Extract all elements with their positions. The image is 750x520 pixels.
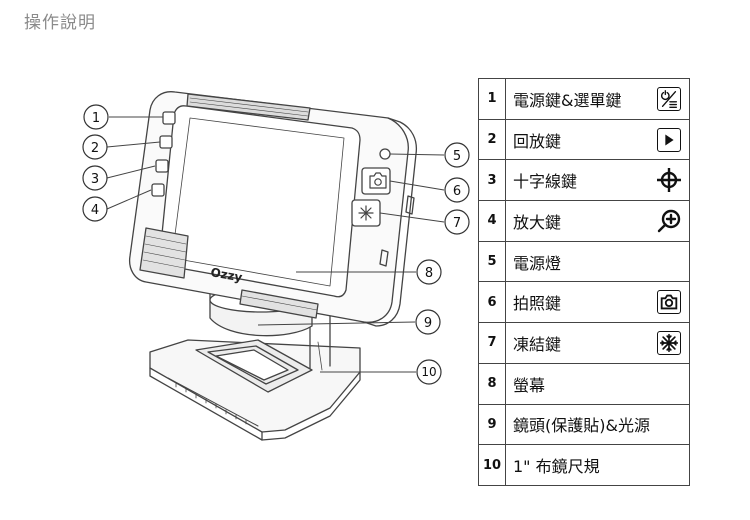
callout-circle-3 bbox=[82, 165, 108, 191]
leader-line-5 bbox=[389, 153, 445, 156]
legend-label: 電源燈 bbox=[505, 240, 690, 283]
legend-row: 10 1" 布鏡尺規 bbox=[478, 444, 690, 486]
callout-label-8: 8 bbox=[425, 266, 433, 281]
callout-label-9: 9 bbox=[424, 316, 432, 331]
callout-circle-9 bbox=[415, 309, 441, 335]
device-diagram: Ozzy 1 2 3 4 5 6 7 8 9 10 bbox=[82, 91, 470, 441]
camera-icon bbox=[657, 290, 682, 315]
leader-line-4 bbox=[106, 189, 152, 210]
play-icon bbox=[657, 127, 682, 152]
legend-label: 電源鍵&選單鍵 bbox=[505, 78, 650, 120]
callout-label-3: 3 bbox=[91, 172, 99, 187]
callout-circle-8 bbox=[416, 259, 442, 285]
legend-label: 凍結鍵 bbox=[505, 322, 650, 364]
freeze-snowflake-icon bbox=[657, 330, 682, 355]
callout-label-2: 2 bbox=[91, 141, 99, 156]
callout-label-10: 10 bbox=[421, 365, 436, 379]
callout-circle-2 bbox=[82, 134, 108, 160]
legend-row: 2 回放鍵 bbox=[478, 118, 690, 161]
callout-circle-1 bbox=[83, 104, 109, 130]
callout-label-6: 6 bbox=[453, 184, 461, 199]
power-menu-icon bbox=[657, 86, 682, 111]
legend-label: 回放鍵 bbox=[505, 118, 650, 161]
legend-row: 3 十字線鍵 bbox=[478, 159, 690, 202]
callout-circle-7 bbox=[444, 209, 470, 235]
leader-line-3 bbox=[106, 165, 156, 179]
legend-num: 7 bbox=[478, 322, 506, 364]
legend-label: 放大鍵 bbox=[505, 200, 650, 242]
callout-label-4: 4 bbox=[91, 203, 99, 218]
brand-logo: Ozzy bbox=[209, 265, 243, 284]
legend-num: 6 bbox=[478, 281, 506, 324]
legend-row: 6 拍照鍵 bbox=[478, 281, 690, 324]
legend-label: 鏡頭(保護貼)&光源 bbox=[505, 403, 690, 446]
screen bbox=[159, 105, 361, 298]
legend-row: 8 螢幕 bbox=[478, 362, 690, 405]
legend-label: 拍照鍵 bbox=[505, 281, 650, 324]
leader-line-6 bbox=[389, 180, 445, 191]
legend-label: 十字線鍵 bbox=[505, 159, 650, 202]
callout-circle-5 bbox=[444, 142, 470, 168]
callout-label-7: 7 bbox=[453, 216, 461, 231]
side-button-2 bbox=[159, 135, 173, 149]
legend-label: 1" 布鏡尺規 bbox=[505, 444, 690, 486]
legend-num: 8 bbox=[478, 362, 506, 405]
legend-num: 1 bbox=[478, 78, 506, 120]
callout-circle-10 bbox=[416, 359, 442, 385]
legend-row: 4 放大鍵 bbox=[478, 200, 690, 242]
leader-line-9 bbox=[257, 321, 416, 326]
speaker-grill-left bbox=[139, 227, 189, 279]
legend-table: 1 電源鍵&選單鍵 2 回放鍵 3 十字線鍵 bbox=[478, 78, 690, 486]
legend-num: 4 bbox=[478, 200, 506, 242]
leader-line-7 bbox=[379, 212, 445, 223]
crosshair-icon bbox=[656, 167, 682, 193]
legend-label: 螢幕 bbox=[505, 362, 690, 405]
top-grill bbox=[186, 93, 311, 121]
zoom-in-icon bbox=[656, 208, 682, 234]
legend-num: 3 bbox=[478, 159, 506, 202]
legend-num: 2 bbox=[478, 118, 506, 161]
legend-num: 9 bbox=[478, 403, 506, 446]
speaker-grill-right bbox=[239, 289, 319, 319]
callout-label-1: 1 bbox=[92, 111, 100, 126]
side-button-3 bbox=[155, 159, 169, 173]
leader-line-2 bbox=[106, 141, 161, 148]
legend-row: 9 鏡頭(保護貼)&光源 bbox=[478, 403, 690, 446]
legend-num: 10 bbox=[478, 444, 506, 486]
callout-label-5: 5 bbox=[453, 149, 461, 164]
side-button-1 bbox=[162, 111, 176, 125]
legend-row: 5 電源燈 bbox=[478, 240, 690, 283]
callout-circle-6 bbox=[444, 177, 470, 203]
legend-row: 7 凍結鍵 bbox=[478, 322, 690, 364]
legend-num: 5 bbox=[478, 240, 506, 283]
legend-row: 1 電源鍵&選單鍵 bbox=[478, 78, 690, 120]
side-button-4 bbox=[151, 183, 165, 197]
ruler-strip bbox=[167, 377, 259, 427]
callout-circle-4 bbox=[82, 196, 108, 222]
page-title: 操作說明 bbox=[24, 13, 96, 33]
power-led bbox=[379, 148, 391, 160]
